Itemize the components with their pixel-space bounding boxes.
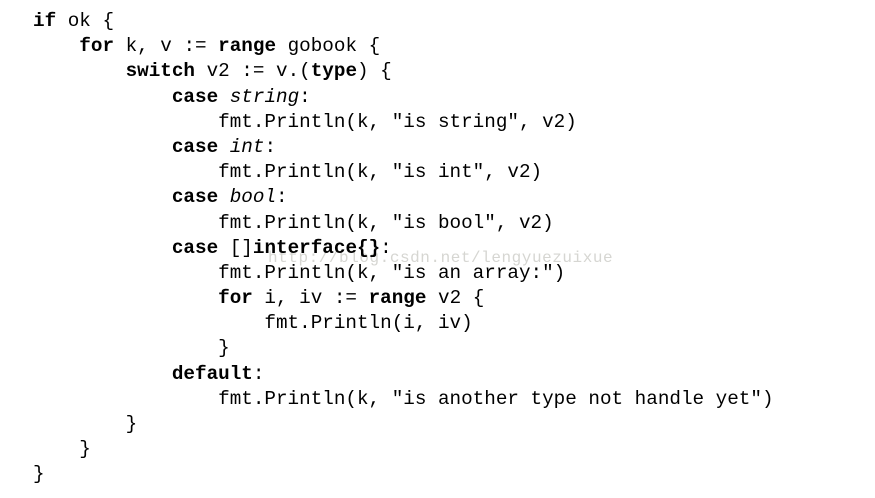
code-token: : (264, 135, 277, 158)
code-line: for k, v := range gobook { (33, 34, 774, 59)
code-line: default: (33, 362, 774, 387)
code-token: } (33, 413, 138, 435)
code-line: case bool: (33, 185, 774, 210)
code-token: fmt.Println(k, "is another type not hand… (33, 387, 774, 410)
code-token: if (33, 10, 57, 32)
code-token: v2 { (426, 287, 485, 310)
code-token: k, v := (114, 35, 219, 58)
code-token: fmt.Println(k, "is string", v2) (33, 110, 577, 133)
code-token (218, 136, 230, 158)
code-line: fmt.Println(k, "is string", v2) (33, 110, 774, 135)
code-token: range (218, 35, 277, 58)
code-line: fmt.Println(k, "is bool", v2) (33, 211, 774, 236)
code-token: : (276, 186, 288, 209)
code-token: interface{} (252, 236, 381, 259)
code-token: fmt.Println(k, "is int", v2) (33, 161, 543, 184)
code-token (33, 186, 172, 208)
code-token: : (252, 362, 265, 385)
code-token (33, 35, 79, 57)
code-line: case []interface{}: (33, 236, 774, 261)
code-token (33, 86, 172, 108)
code-token: } (33, 463, 45, 486)
code-line: fmt.Println(k, "is an array:") (33, 261, 774, 286)
code-line: case string: (33, 85, 774, 110)
code-token: range (368, 287, 427, 310)
code-token: ) { (357, 60, 392, 83)
code-token: case (171, 85, 219, 108)
code-line: switch v2 := v.(type) { (33, 59, 774, 84)
code-line: } (33, 336, 774, 361)
code-token: for (218, 287, 253, 310)
code-token: fmt.Println(k, "is bool", v2) (33, 211, 554, 234)
code-token: case (171, 186, 219, 209)
code-token: : (299, 85, 311, 108)
code-line: } (33, 412, 774, 437)
code-token: [] (218, 236, 253, 259)
code-token: i, iv := (252, 287, 369, 310)
code-token (218, 186, 230, 208)
code-token: for (79, 35, 115, 58)
code-line: fmt.Println(k, "is int", v2) (33, 160, 774, 185)
code-token: case (171, 135, 219, 158)
code-token (33, 363, 172, 385)
csdn-watermark: http://blog.csdn.net/lengyuezuixue (268, 249, 614, 267)
code-token: fmt.Println(i, iv) (33, 312, 473, 335)
code-line: } (33, 462, 774, 487)
code-token: } (33, 438, 91, 461)
code-token: case (171, 236, 219, 259)
code-token: ok { (56, 10, 115, 32)
code-token (33, 136, 172, 158)
code-token (33, 60, 126, 82)
code-token: fmt.Println(k, "is an array:") (33, 261, 566, 284)
code-line: } (33, 437, 774, 462)
code-token: bool (229, 186, 277, 209)
code-token: gobook { (276, 35, 381, 58)
code-token: } (33, 337, 230, 360)
code-line: for i, iv := range v2 { (33, 286, 774, 311)
code-line: if ok { (33, 9, 774, 34)
code-token (218, 86, 230, 108)
code-token: string (229, 85, 300, 108)
code-token: default (171, 362, 253, 385)
code-line: fmt.Println(k, "is another type not hand… (33, 387, 774, 412)
code-token: v2 := v.( (195, 60, 311, 83)
code-token: : (380, 236, 392, 259)
code-token: switch (125, 60, 196, 83)
code-block: if ok { for k, v := range gobook { switc… (33, 9, 774, 488)
code-token: int (229, 135, 265, 158)
code-line: case int: (33, 135, 774, 160)
code-line: fmt.Println(i, iv) (33, 311, 774, 336)
code-token: type (310, 60, 358, 83)
code-token (33, 237, 172, 259)
code-token (33, 287, 218, 309)
